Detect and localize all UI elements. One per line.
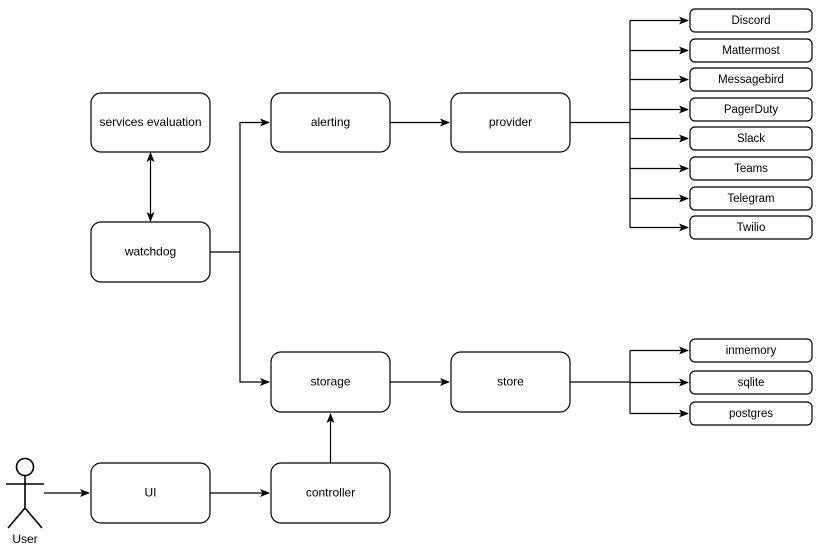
node-controller-shape[interactable] (270, 462, 391, 524)
node-provider-shape[interactable] (450, 92, 571, 153)
user-actor: User (6, 457, 44, 546)
node-alerting[interactable]: alerting (270, 92, 391, 153)
store-target-postgres[interactable]: postgres (689, 401, 813, 426)
node-storage[interactable]: storage (270, 351, 391, 413)
actor-head-icon (15, 457, 35, 477)
provider-target-discord[interactable]: Discord (689, 8, 813, 33)
provider-target-messagebird-shape[interactable] (689, 67, 813, 92)
provider-target-slack-shape[interactable] (689, 126, 813, 151)
provider-target-twilio-shape[interactable] (689, 215, 813, 240)
provider-target-messagebird[interactable]: Messagebird (689, 67, 813, 92)
nodes-layer: services evaluation watchdog alerting provi… (90, 8, 813, 524)
actor-right-leg-line (24, 507, 43, 529)
provider-target-teams-shape[interactable] (689, 156, 813, 181)
node-services-evaluation-shape[interactable] (90, 92, 211, 153)
edges-layer (44, 16, 689, 497)
provider-target-teams[interactable]: Teams (689, 156, 813, 181)
node-ui-shape[interactable] (90, 462, 211, 524)
node-storage-shape[interactable] (270, 351, 391, 413)
node-provider[interactable]: provider (450, 92, 571, 153)
node-alerting-shape[interactable] (270, 92, 391, 153)
store-target-sqlite[interactable]: sqlite (689, 370, 813, 395)
actor-left-leg-line (7, 507, 26, 529)
provider-target-mattermost-shape[interactable] (689, 38, 813, 63)
provider-target-pagerduty-shape[interactable] (689, 97, 813, 122)
provider-target-mattermost[interactable]: Mattermost (689, 38, 813, 63)
node-ui[interactable]: UI (90, 462, 211, 524)
provider-target-telegram-shape[interactable] (689, 186, 813, 211)
store-target-sqlite-shape[interactable] (689, 370, 813, 395)
node-controller[interactable]: controller (270, 462, 391, 524)
node-services-evaluation[interactable]: services evaluation (90, 92, 211, 153)
provider-target-slack[interactable]: Slack (689, 126, 813, 151)
node-store[interactable]: store (450, 351, 571, 413)
provider-target-pagerduty[interactable]: PagerDuty (689, 97, 813, 122)
store-target-inmemory[interactable]: inmemory (689, 338, 813, 363)
store-target-postgres-shape[interactable] (689, 401, 813, 426)
provider-target-twilio[interactable]: Twilio (689, 215, 813, 240)
node-store-shape[interactable] (450, 351, 571, 413)
store-target-inmemory-shape[interactable] (689, 338, 813, 363)
actor-label: User (12, 532, 37, 546)
node-watchdog-shape[interactable] (90, 221, 211, 283)
edge-watchdog-alerting (239, 118, 270, 252)
edge-watchdog-storage (239, 252, 270, 386)
node-watchdog[interactable]: watchdog (90, 221, 211, 283)
provider-target-telegram[interactable]: Telegram (689, 186, 813, 211)
provider-target-discord-shape[interactable] (689, 8, 813, 33)
